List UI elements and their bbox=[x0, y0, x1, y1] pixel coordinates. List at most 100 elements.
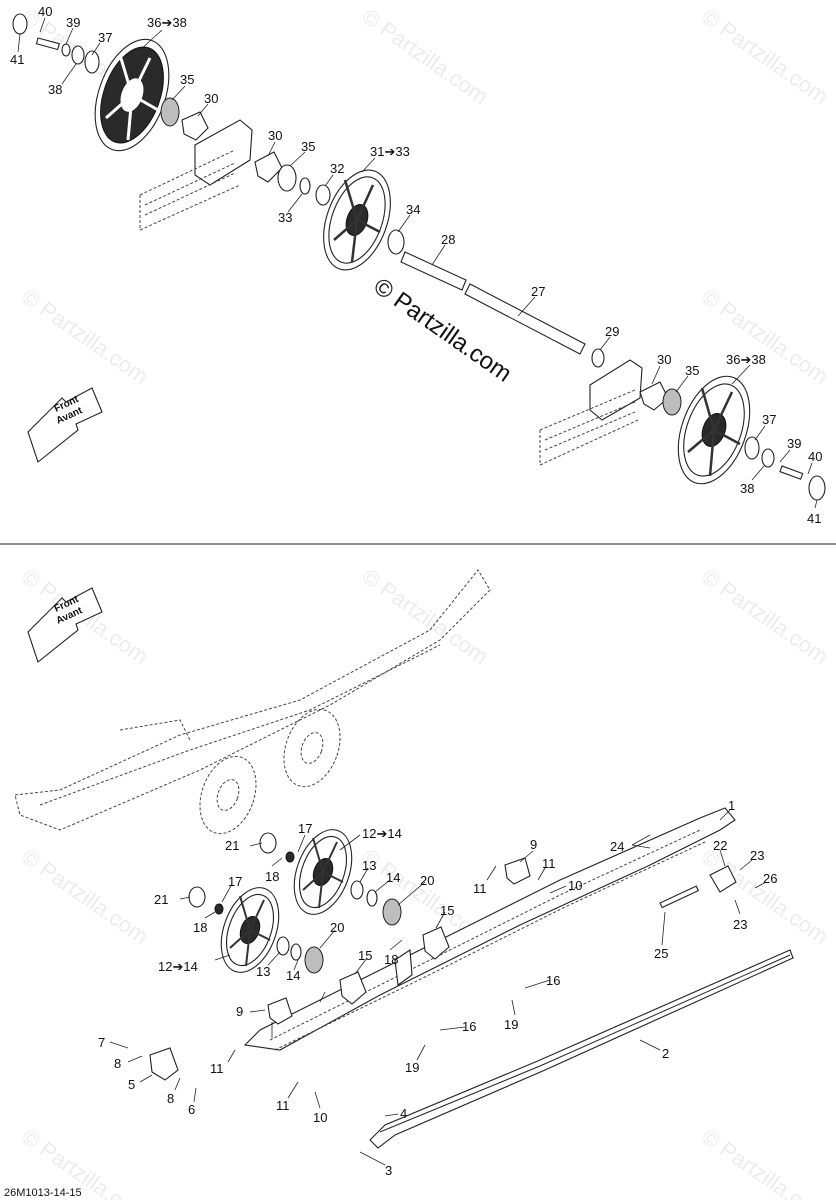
callout-label: 8 bbox=[114, 1056, 121, 1071]
callout-label: 5 bbox=[128, 1077, 135, 1092]
callout-label: 31➔33 bbox=[370, 144, 410, 159]
cap-21 bbox=[188, 886, 206, 908]
callout-label: 11 bbox=[473, 881, 487, 896]
callout-label: 15 bbox=[358, 948, 372, 963]
axle-27 bbox=[464, 283, 586, 355]
callout-label: 24 bbox=[610, 839, 624, 854]
spacer-35c bbox=[662, 388, 682, 416]
callout-label: 11 bbox=[276, 1098, 290, 1113]
watermark-text: © Partzilla.com bbox=[697, 284, 833, 390]
watermark-text: © Partzilla.com bbox=[697, 564, 833, 670]
ring-14 bbox=[290, 943, 302, 961]
reference-code: 26M1013-14-15 bbox=[4, 1187, 82, 1199]
axle-holder-15b bbox=[422, 926, 450, 960]
top-assembly: 40 39 36➔38 37 41 38 35 30 30 35 31➔33 3… bbox=[10, 4, 826, 526]
callout-label: 40 bbox=[38, 4, 52, 19]
bearing-13b bbox=[350, 880, 364, 900]
bearing-37 bbox=[84, 50, 100, 74]
watermark-text: © Partzilla.com bbox=[17, 284, 153, 390]
spacer-35b bbox=[277, 164, 297, 192]
block-9 bbox=[267, 997, 293, 1025]
bolt-25 bbox=[659, 885, 700, 909]
watermark-text: © Partzilla.com bbox=[357, 4, 493, 110]
bearing-13 bbox=[276, 936, 290, 956]
leader-lines-bottom bbox=[109, 809, 767, 1166]
callout-label: 17 bbox=[228, 874, 242, 889]
idler-wheel-center bbox=[323, 169, 391, 271]
callout-label: 36➔38 bbox=[147, 15, 187, 30]
callout-label: 23 bbox=[733, 917, 747, 932]
callout-label: 39 bbox=[66, 15, 80, 30]
callout-label: 16 bbox=[546, 973, 560, 988]
callout-label: 9 bbox=[236, 1004, 243, 1019]
callout-label: 2 bbox=[662, 1046, 669, 1061]
assembled-rail bbox=[14, 569, 491, 835]
callout-label: 12➔14 bbox=[158, 959, 198, 974]
idler-wheel-left bbox=[94, 38, 170, 152]
callout-label: 22 bbox=[713, 838, 727, 853]
ring-38 bbox=[71, 45, 85, 65]
watermark-text: © Partzilla.com bbox=[697, 1124, 833, 1200]
spacer-30b bbox=[254, 151, 283, 183]
callout-label: 8 bbox=[167, 1091, 174, 1106]
callout-label: 39 bbox=[787, 436, 801, 451]
rail-fragment-right bbox=[539, 359, 643, 466]
callout-label: 18 bbox=[193, 920, 207, 935]
bolt-40b bbox=[779, 465, 804, 480]
callout-label: 35 bbox=[180, 72, 194, 87]
callout-label: 1 bbox=[728, 798, 735, 813]
leader-lines-top bbox=[17, 17, 818, 509]
idler-wheel-lower-left bbox=[220, 887, 280, 973]
callout-label: 3 bbox=[385, 1163, 392, 1178]
washer-39 bbox=[61, 43, 71, 57]
callout-label: 13 bbox=[256, 964, 270, 979]
spacer-34 bbox=[387, 229, 405, 255]
callout-label: 21 bbox=[154, 892, 168, 907]
watermark-text: © Partzilla.com bbox=[697, 844, 833, 950]
callout-label: 19 bbox=[504, 1017, 518, 1032]
callout-label: 18 bbox=[265, 869, 279, 884]
callout-label: 10 bbox=[568, 878, 582, 893]
front-arrow-bottom: Front Avant bbox=[27, 587, 103, 663]
callout-label: 37 bbox=[762, 412, 776, 427]
callout-label: 35 bbox=[301, 139, 315, 154]
spacer-30c bbox=[639, 381, 669, 411]
callout-label: 38 bbox=[740, 481, 754, 496]
callout-label: 9 bbox=[530, 837, 537, 852]
idler-wheel-lower-right bbox=[293, 829, 353, 915]
watermark-text: © Partzilla.com bbox=[697, 4, 833, 110]
callout-label: 14 bbox=[286, 968, 300, 983]
cap-41b bbox=[808, 475, 826, 501]
bolt-40 bbox=[35, 37, 60, 51]
callout-label: 20 bbox=[420, 873, 434, 888]
callout-label: 11 bbox=[542, 856, 556, 871]
bearing-32 bbox=[315, 184, 331, 206]
watermark-grid: © Partzilla.com © Partzilla.com © Partzi… bbox=[17, 4, 833, 1200]
callout-label: 13 bbox=[362, 858, 376, 873]
callout-label: 30 bbox=[268, 128, 282, 143]
callout-label: 35 bbox=[685, 363, 699, 378]
callout-label: 36➔38 bbox=[726, 352, 766, 367]
cap-41 bbox=[12, 13, 28, 35]
axle-holder-15 bbox=[339, 971, 367, 1005]
callouts-bottom: 1 24 22 23 26 23 25 9 11 11 10 17 12➔14 … bbox=[98, 798, 777, 1178]
callout-label: 27 bbox=[531, 284, 545, 299]
spacer-20b bbox=[382, 898, 402, 926]
axle-28 bbox=[400, 251, 467, 291]
bearing-37b bbox=[744, 436, 760, 460]
callout-label: 38 bbox=[48, 82, 62, 97]
suspension-rail bbox=[243, 807, 736, 1051]
bolt-17 bbox=[214, 903, 224, 915]
slider-shoe-5 bbox=[149, 1047, 179, 1081]
callout-label: 15 bbox=[440, 903, 454, 918]
rail-fragment-left bbox=[139, 119, 253, 231]
callout-label: 17 bbox=[298, 821, 312, 836]
ring-38b bbox=[761, 448, 775, 468]
cap-21b bbox=[259, 832, 277, 854]
callout-label: 10 bbox=[313, 1110, 327, 1125]
callout-label: 20 bbox=[330, 920, 344, 935]
bottom-assembly: Front Avant bbox=[4, 569, 794, 1199]
ring-33 bbox=[299, 177, 311, 195]
watermark-text: © Partzilla.com bbox=[17, 844, 153, 950]
